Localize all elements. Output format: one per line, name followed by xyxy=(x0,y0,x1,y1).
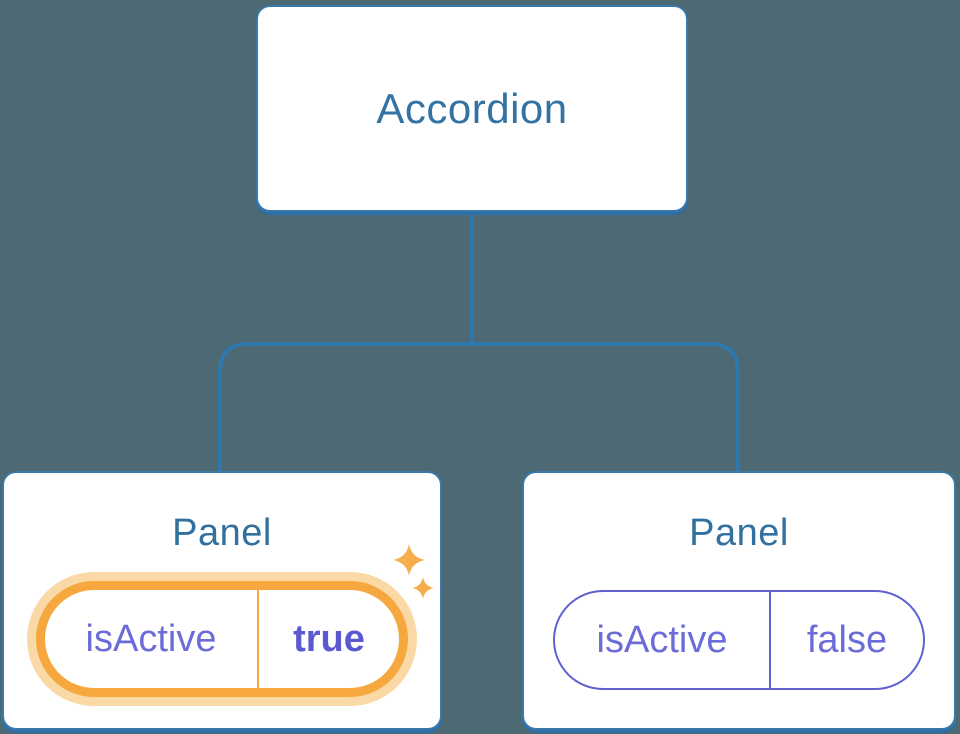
state-pill-active: isActive true xyxy=(36,581,408,697)
accordion-node: Accordion xyxy=(256,5,688,212)
connector-branch-line xyxy=(218,342,740,472)
accordion-node-label: Accordion xyxy=(376,84,568,132)
state-key: isActive xyxy=(555,592,771,688)
state-value: false xyxy=(806,618,888,661)
state-pill-inactive: isActive false xyxy=(553,590,925,690)
panel-node-inactive-label: Panel xyxy=(689,512,789,554)
state-value: true xyxy=(293,617,365,660)
panel-node-active-label: Panel xyxy=(172,512,272,554)
state-key: isActive xyxy=(45,590,259,688)
